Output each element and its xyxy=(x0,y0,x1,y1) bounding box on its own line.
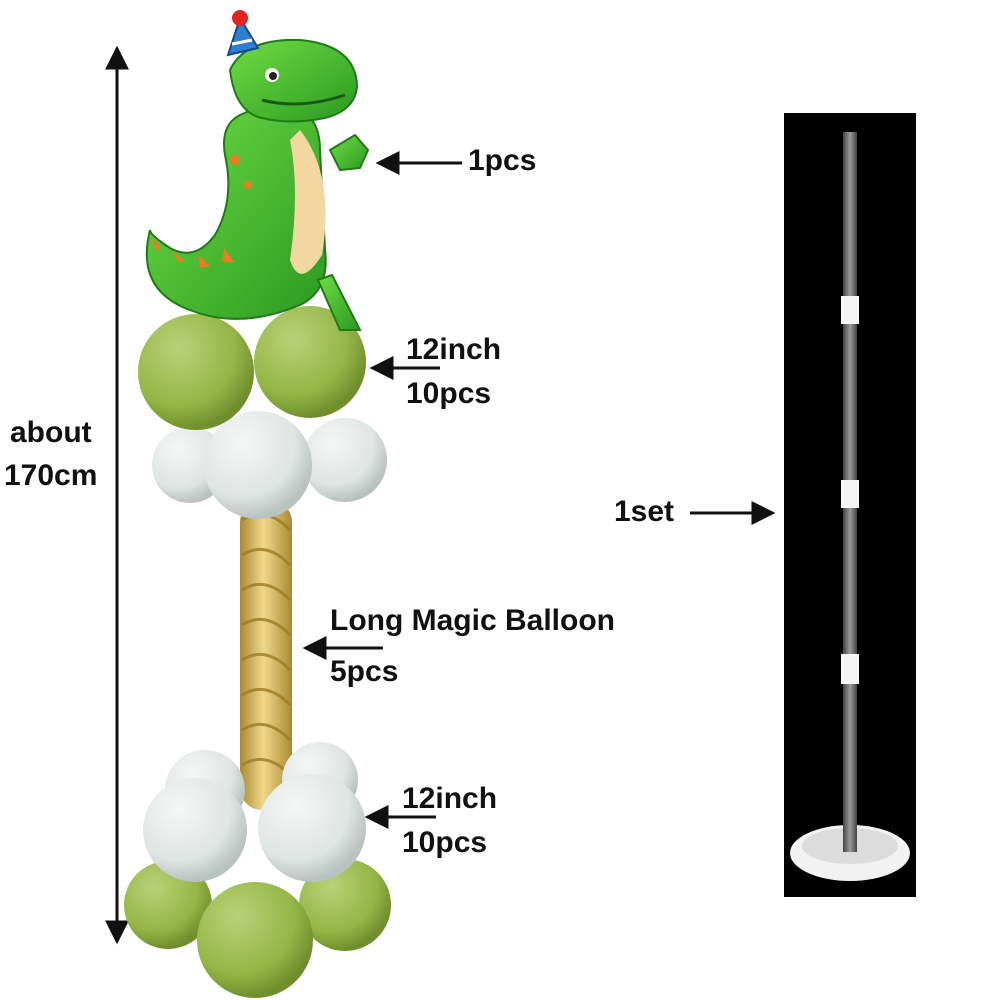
height-about-label: about xyxy=(10,416,92,449)
bottom-size-label: 12inch xyxy=(402,782,498,815)
top-size-label: 12inch xyxy=(406,333,502,366)
top-balloon-cluster xyxy=(138,306,387,519)
dinosaur-foil-balloon xyxy=(145,10,370,331)
stand-count-label: 1set xyxy=(614,495,675,528)
top-count-label: 10pcs xyxy=(406,377,492,410)
magic-balloon-column xyxy=(240,500,292,810)
bottom-balloon-cluster xyxy=(124,742,391,998)
height-value-label: 170cm xyxy=(4,459,98,492)
bottom-count-label: 10pcs xyxy=(402,826,488,859)
foil-count-label: 1pcs xyxy=(468,144,537,177)
balloon-stand-photo xyxy=(784,113,916,897)
magic-count-label: 5pcs xyxy=(330,655,399,688)
magic-name-label: Long Magic Balloon xyxy=(330,604,615,637)
